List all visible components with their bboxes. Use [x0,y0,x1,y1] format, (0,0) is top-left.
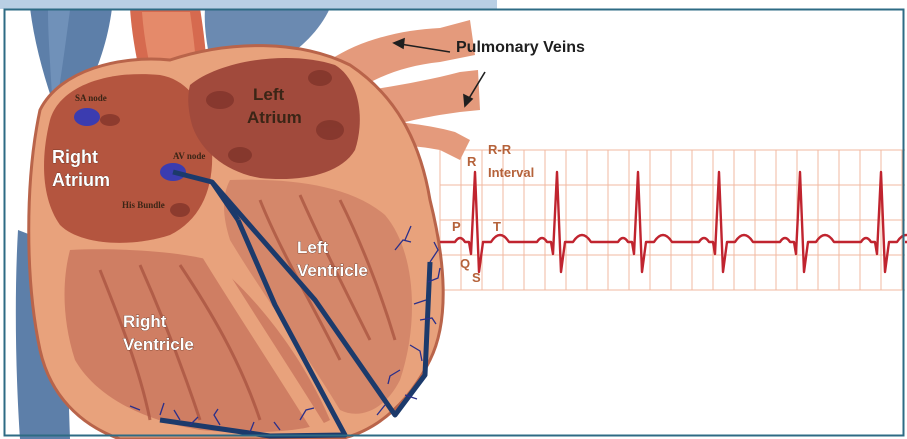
ecg-label-p: P [452,219,461,234]
left-atrium-label-2: Atrium [247,108,302,127]
left-ventricle-label-1: Left [297,238,329,257]
sa-node-marker [74,108,100,126]
ecg-label-rr-2: Interval [488,165,534,180]
ecg-label-q: Q [460,256,470,271]
left-atrium-label-1: Left [253,85,285,104]
right-atrium-label-2: Atrium [52,170,110,190]
right-atrium-label-1: Right [52,147,98,167]
sa-node-label: SA node [75,93,107,103]
top-title-bar [0,0,497,9]
ecg-label-t: T [493,219,501,234]
heart-body [29,46,443,439]
ecg-label-r: R [467,154,477,169]
his-bundle-label: His Bundle [122,200,165,210]
left-ventricle-label-2: Ventricle [297,261,368,280]
av-node-label: AV node [173,151,205,161]
ecg-label-rr-1: R-R [488,142,512,157]
right-ventricle-label-2: Ventricle [123,335,194,354]
right-ventricle-label-1: Right [123,312,167,331]
ecg-label-s: S [472,270,481,285]
pulmonary-veins-label: Pulmonary Veins [456,39,585,56]
